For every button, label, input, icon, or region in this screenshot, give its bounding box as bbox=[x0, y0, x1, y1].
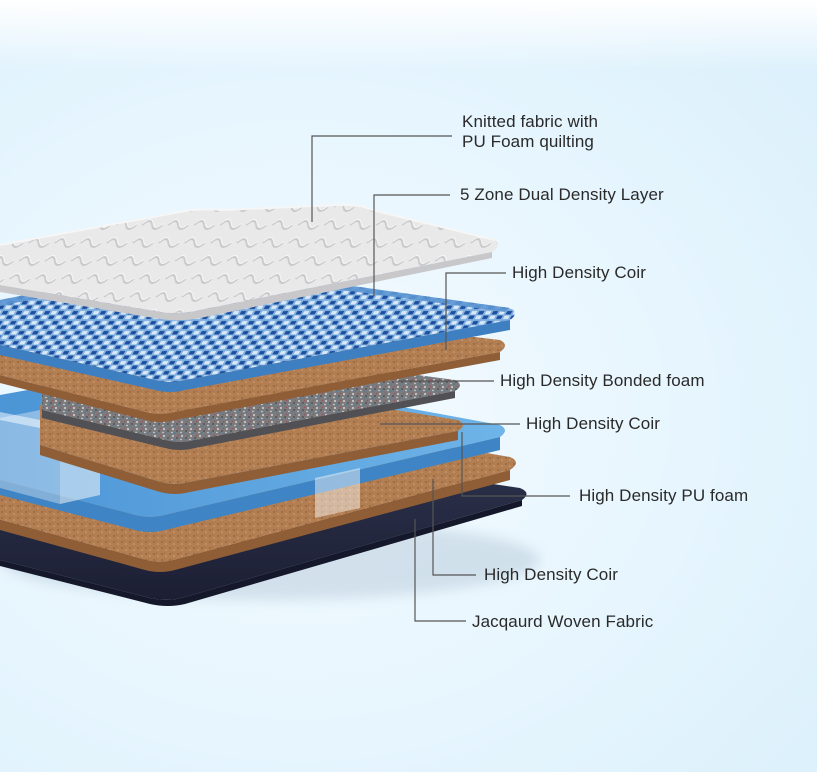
callout-knitted-fabric-line-2: PU Foam quilting bbox=[462, 132, 594, 151]
callout-5-zone-line-1: 5 Zone Dual Density Layer bbox=[460, 185, 664, 204]
leader-line-knitted-fabric bbox=[311, 135, 452, 222]
leader-line-coir-3 bbox=[432, 479, 476, 576]
callout-high-density-coir-3: High Density Coir bbox=[484, 565, 618, 585]
callout-high-density-bonded-foam: High Density Bonded foam bbox=[500, 371, 705, 391]
callout-coir-1-line-1: High Density Coir bbox=[512, 263, 646, 282]
callout-high-density-pu-foam: High Density PU foam bbox=[579, 486, 748, 506]
leader-line-coir-1 bbox=[445, 272, 506, 350]
callout-jacquard-woven-fabric: Jacqaurd Woven Fabric bbox=[472, 612, 653, 632]
callout-high-density-coir-2: High Density Coir bbox=[526, 414, 660, 434]
leader-line-pu-foam bbox=[461, 432, 570, 497]
leader-line-jacquard bbox=[414, 519, 466, 622]
callout-5-zone-dual-density: 5 Zone Dual Density Layer bbox=[460, 185, 664, 205]
callout-bonded-foam-line-1: High Density Bonded foam bbox=[500, 371, 705, 390]
callout-coir-3-line-1: High Density Coir bbox=[484, 565, 618, 584]
leader-lines bbox=[311, 135, 570, 622]
leader-line-5-zone bbox=[373, 194, 450, 296]
callout-pu-foam-line-1: High Density PU foam bbox=[579, 486, 749, 505]
callout-high-density-coir-1: High Density Coir bbox=[512, 263, 646, 283]
callout-knitted-fabric-line-1: Knitted fabric with bbox=[462, 112, 599, 131]
callout-knitted-fabric: Knitted fabric with PU Foam quilting bbox=[462, 112, 598, 152]
callout-coir-2-line-1: High Density Coir bbox=[526, 414, 660, 433]
callout-jacquard-line-1: Jacqaurd Woven Fabric bbox=[472, 612, 654, 631]
